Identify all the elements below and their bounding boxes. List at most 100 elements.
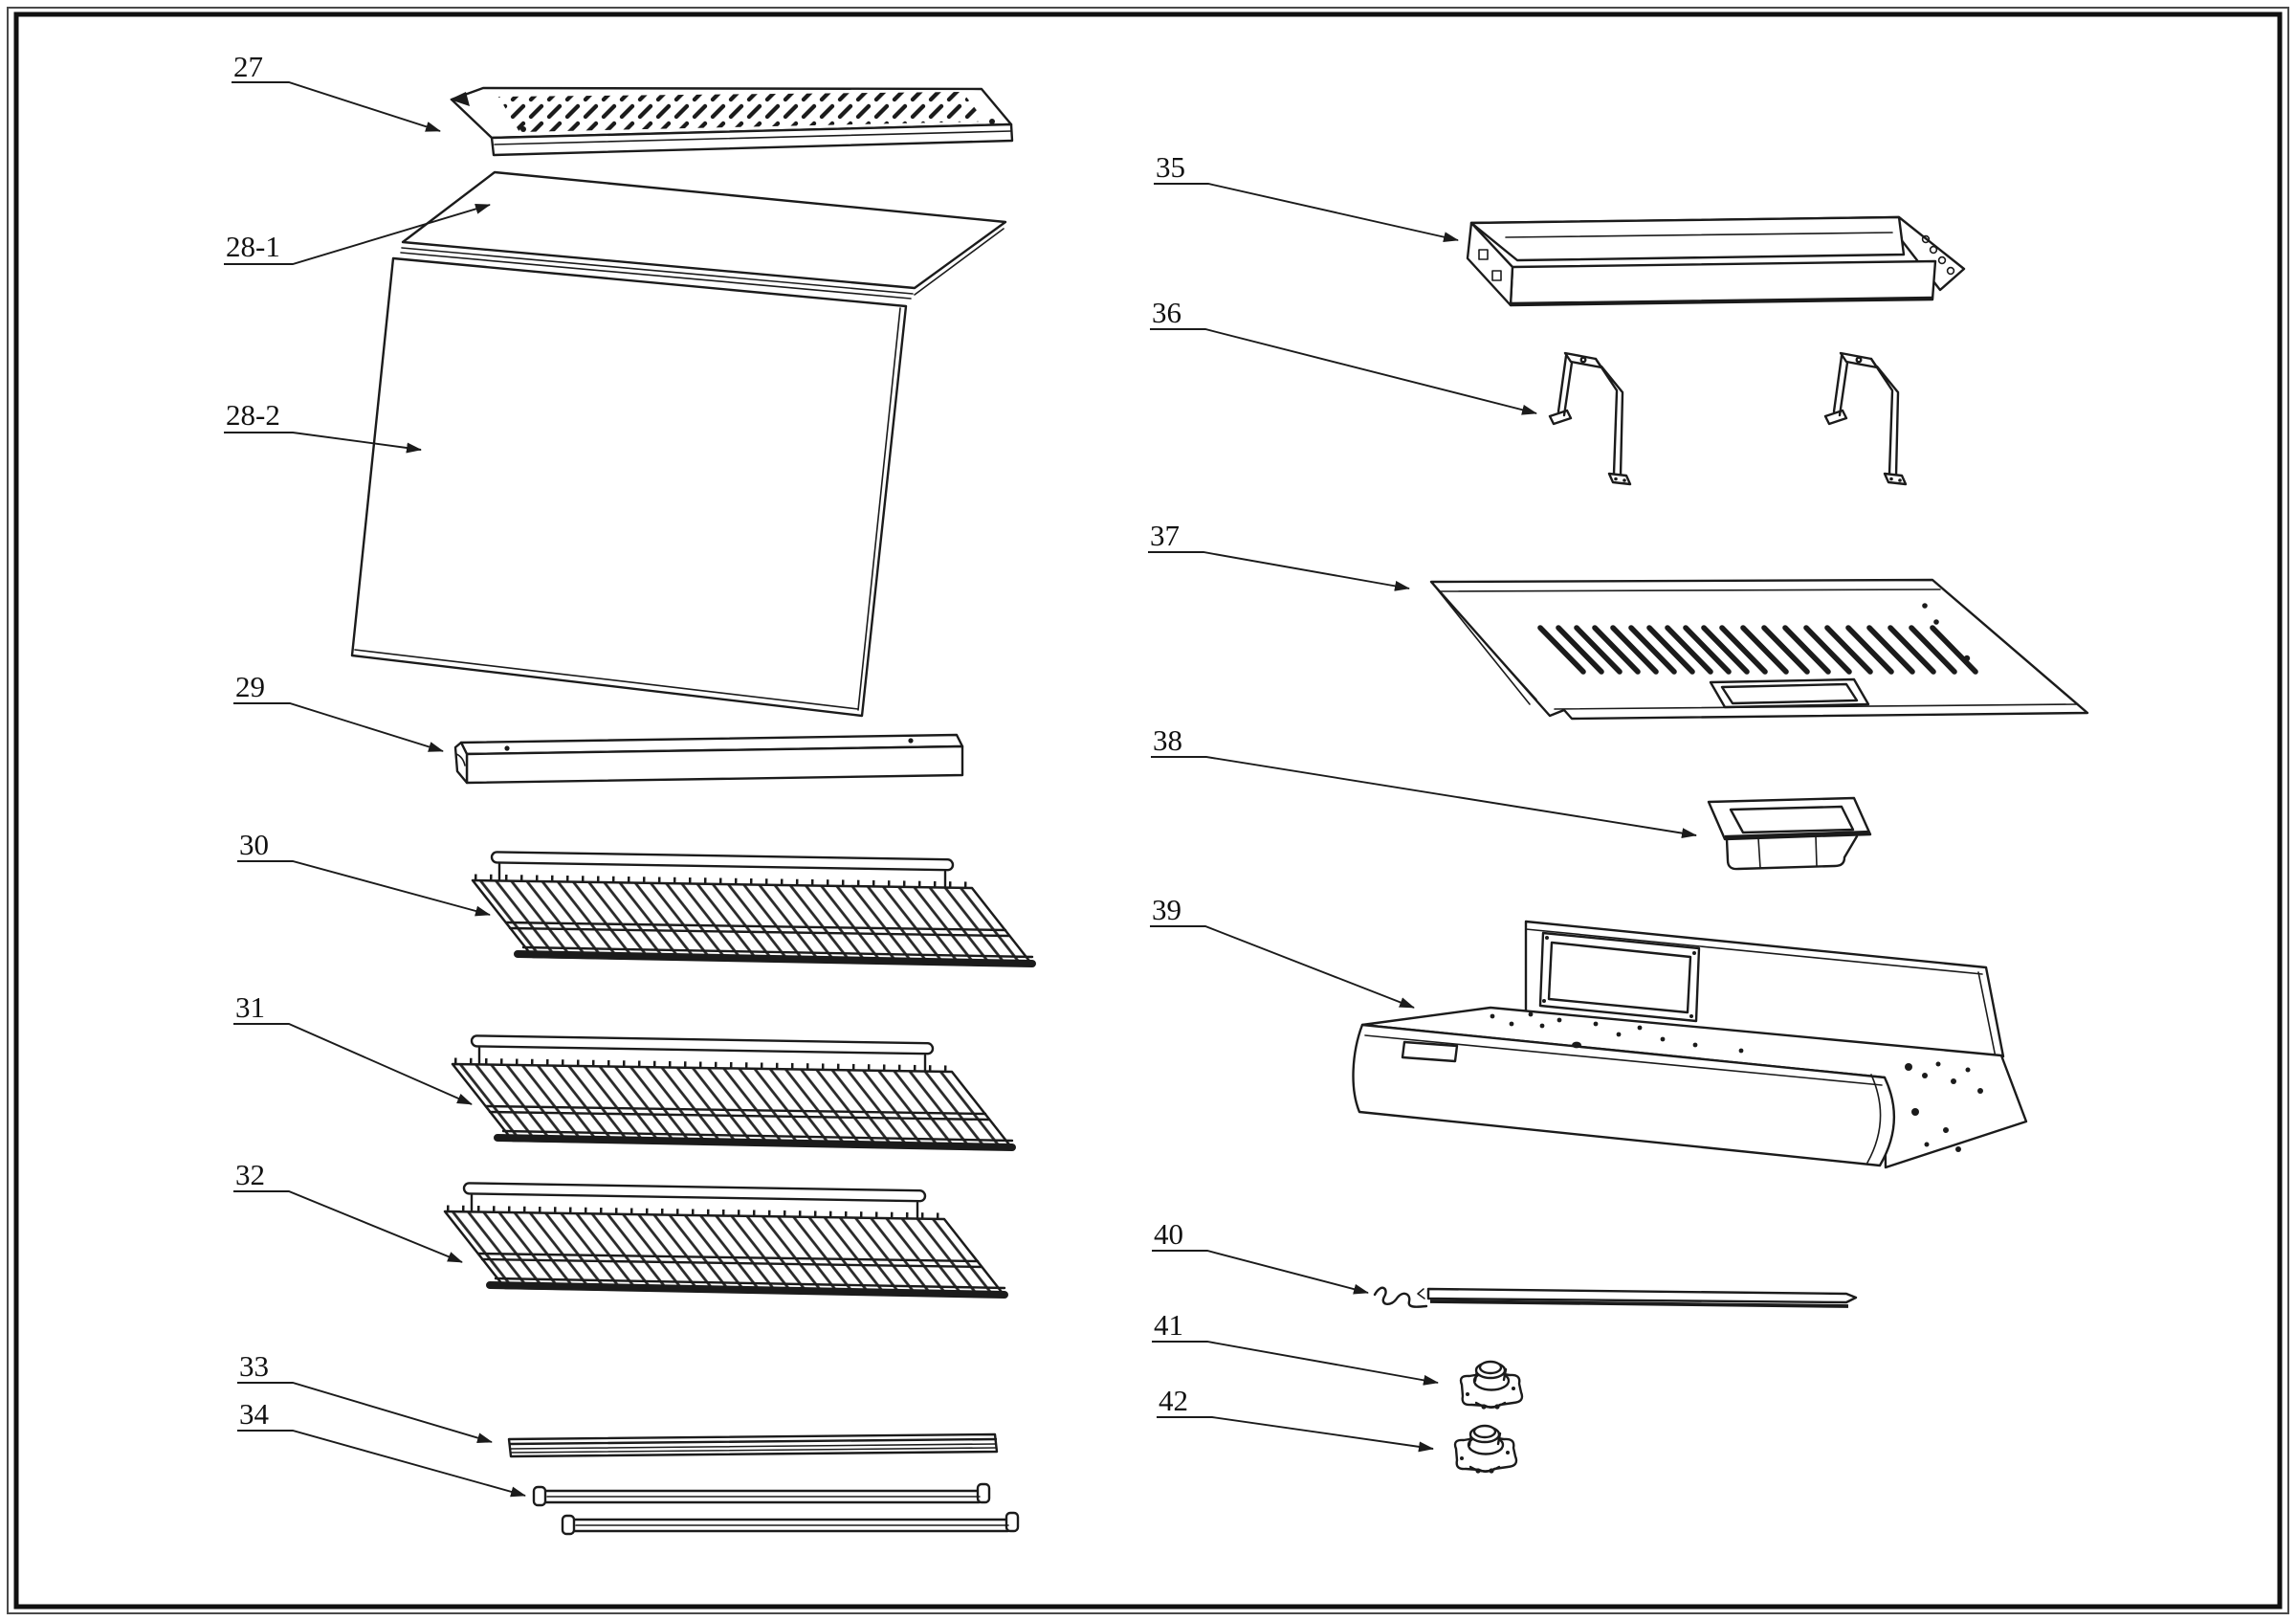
part-35-left-end bbox=[1466, 221, 1514, 307]
part-40-tube-shadow bbox=[1429, 1299, 1849, 1308]
part-35-flange-hole bbox=[1921, 234, 1931, 244]
callout-36: 36 bbox=[1150, 296, 1537, 415]
part-29-hole bbox=[504, 745, 510, 751]
part-37-fold-lines bbox=[1430, 581, 1941, 705]
part-34-tube-1-cap-left bbox=[532, 1485, 547, 1507]
part-36-label: 36 bbox=[1152, 296, 1181, 329]
part-35-inner-edge bbox=[1505, 232, 1893, 238]
part-34-label: 34 bbox=[239, 1397, 270, 1431]
part-33-label: 33 bbox=[239, 1349, 269, 1383]
part-32-label: 32 bbox=[235, 1158, 265, 1191]
part-35-flange-hole bbox=[1946, 266, 1955, 276]
part-41-leader bbox=[1152, 1341, 1439, 1386]
part-36-leader bbox=[1150, 328, 1537, 415]
part-30-leader bbox=[237, 860, 491, 917]
part-35-bottom-edge bbox=[1509, 296, 1934, 305]
part-29-rail bbox=[453, 733, 964, 785]
part-37-hole bbox=[1922, 603, 1928, 609]
part-28-1-label: 28-1 bbox=[226, 230, 280, 263]
part-34-tube-2-cap-right bbox=[1004, 1511, 1020, 1533]
callout-30: 30 bbox=[237, 828, 491, 917]
part-32-leader bbox=[233, 1190, 463, 1263]
part-39-back-panel-lines bbox=[1525, 928, 1997, 1058]
part-39-window-frame bbox=[1538, 931, 1701, 1023]
part-33-leader bbox=[237, 1382, 493, 1443]
part-30-wire-shelf bbox=[473, 852, 1032, 965]
part-34-tube-1-cap-right bbox=[976, 1482, 991, 1504]
part-35-leader bbox=[1154, 183, 1459, 243]
part-40-igniter-tube bbox=[1373, 1286, 1858, 1308]
part-29-label: 29 bbox=[235, 670, 265, 703]
part-31-leader bbox=[233, 1023, 473, 1105]
part-40-leader bbox=[1152, 1250, 1369, 1295]
part-37-louvered-panel bbox=[1429, 578, 2089, 721]
part-37-hole bbox=[1933, 619, 1939, 625]
part-27-front-band bbox=[490, 122, 1014, 157]
part-31-wire-shelf bbox=[453, 1035, 1012, 1148]
part-31-label: 31 bbox=[235, 990, 265, 1024]
part-39-label: 39 bbox=[1152, 893, 1181, 926]
part-39-top-edge-line bbox=[1364, 1034, 1883, 1086]
part-28-1-leader bbox=[224, 204, 491, 265]
part-33-trim-strip bbox=[507, 1432, 999, 1458]
part-37-handle-inner bbox=[1720, 682, 1859, 705]
part-34-tubes bbox=[532, 1482, 1020, 1536]
part-39-control-housing bbox=[1352, 920, 2028, 1169]
part-40-tube-body bbox=[1426, 1287, 1858, 1304]
part-27-louvers bbox=[498, 92, 985, 132]
part-29-hole bbox=[908, 738, 914, 744]
part-35-flange-hole bbox=[1929, 245, 1938, 255]
inner-border bbox=[13, 11, 2283, 1610]
part-38-label: 38 bbox=[1153, 723, 1182, 757]
part-36-bracket-right bbox=[1823, 351, 1908, 486]
part-29-end-cap bbox=[453, 741, 469, 785]
part-37-leader bbox=[1148, 551, 1410, 591]
callout-29: 29 bbox=[233, 670, 444, 752]
part-37-label: 37 bbox=[1150, 519, 1180, 552]
part-39-window-inner bbox=[1547, 941, 1692, 1014]
part-37-hole bbox=[1963, 655, 1971, 662]
part-29-end-detail bbox=[455, 753, 466, 766]
part-27-front-line bbox=[494, 130, 1012, 145]
part-35-end-hole bbox=[1491, 270, 1502, 281]
part-28-1-thickness bbox=[400, 228, 1004, 300]
part-34-leader bbox=[237, 1430, 526, 1498]
part-29-front-face bbox=[465, 744, 964, 785]
part-28-2-edge-lines bbox=[354, 307, 901, 711]
part-33-rib bbox=[508, 1437, 998, 1446]
part-27-hole bbox=[520, 126, 526, 132]
part-35-label: 35 bbox=[1156, 150, 1185, 184]
part-28-1-outline bbox=[401, 170, 1007, 290]
part-28-2-leader bbox=[224, 432, 422, 454]
part-39-leader bbox=[1150, 925, 1415, 1009]
part-27-hole bbox=[989, 119, 995, 124]
part-28-2-glass-panel bbox=[350, 256, 908, 718]
part-33-ribs bbox=[510, 1443, 997, 1454]
part-38-leader bbox=[1151, 756, 1697, 839]
part-38-grease-cup bbox=[1707, 796, 1872, 871]
part-37-louvers-left bbox=[1537, 625, 1768, 675]
part-39-wing-holes bbox=[1905, 1061, 1983, 1152]
callout-41: 41 bbox=[1152, 1308, 1439, 1386]
part-28-2-label: 28-2 bbox=[226, 398, 280, 432]
part-38-rim-inner bbox=[1729, 805, 1855, 834]
part-39-cutout bbox=[1401, 1040, 1459, 1063]
part-38-creases bbox=[1757, 835, 1818, 869]
callout-28-2: 28-2 bbox=[224, 398, 422, 454]
part-39-deck-holes bbox=[1490, 1011, 1744, 1054]
part-29-leader bbox=[233, 702, 444, 752]
part-27-label: 27 bbox=[233, 50, 263, 83]
part-42-leader bbox=[1157, 1416, 1434, 1453]
callout-40: 40 bbox=[1152, 1217, 1369, 1295]
callout-35: 35 bbox=[1154, 150, 1459, 243]
part-42-label: 42 bbox=[1159, 1384, 1188, 1417]
part-35-opening-top bbox=[1469, 215, 1906, 262]
outer-border bbox=[7, 7, 2289, 1614]
callout-27: 27 bbox=[232, 50, 441, 132]
callout-28-1: 28-1 bbox=[224, 204, 491, 265]
part-32-wire-shelf bbox=[445, 1183, 1004, 1296]
part-39-end-arc bbox=[1866, 1074, 1882, 1164]
part-27-leader bbox=[232, 81, 441, 132]
callout-39: 39 bbox=[1150, 893, 1415, 1009]
